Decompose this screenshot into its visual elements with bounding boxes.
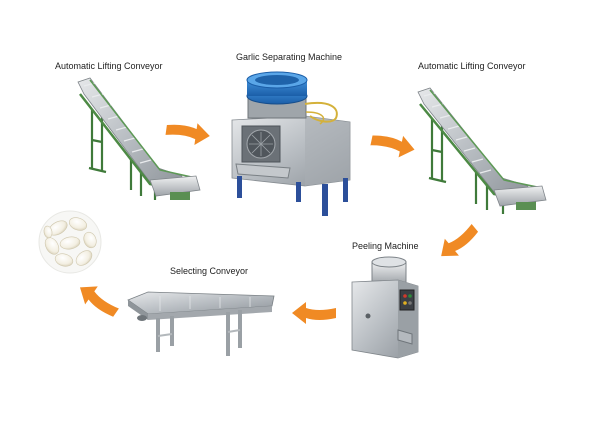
lifting-conveyor-2-image — [417, 87, 547, 214]
separating-machine-image — [231, 71, 351, 216]
selecting-conveyor-image — [127, 291, 275, 356]
step-label-lifting-conveyor-2: Automatic Lifting Conveyor — [418, 61, 526, 71]
peeled-garlic-image — [38, 210, 102, 274]
step-label-peeling-machine: Peeling Machine — [352, 241, 419, 251]
step-label-separating-machine: Garlic Separating Machine — [236, 52, 343, 62]
arrow-2-icon — [370, 135, 415, 158]
lifting-conveyor-1-image — [77, 77, 201, 200]
arrow-5-icon — [79, 286, 119, 317]
arrow-3-icon — [441, 224, 479, 257]
step-label-selecting-conveyor: Selecting Conveyor — [170, 266, 249, 276]
step-label-lifting-conveyor-1: Automatic Lifting Conveyor — [55, 61, 163, 71]
arrow-1-icon — [165, 123, 210, 146]
arrow-4-icon — [292, 302, 336, 324]
peeling-machine-image — [351, 256, 419, 359]
